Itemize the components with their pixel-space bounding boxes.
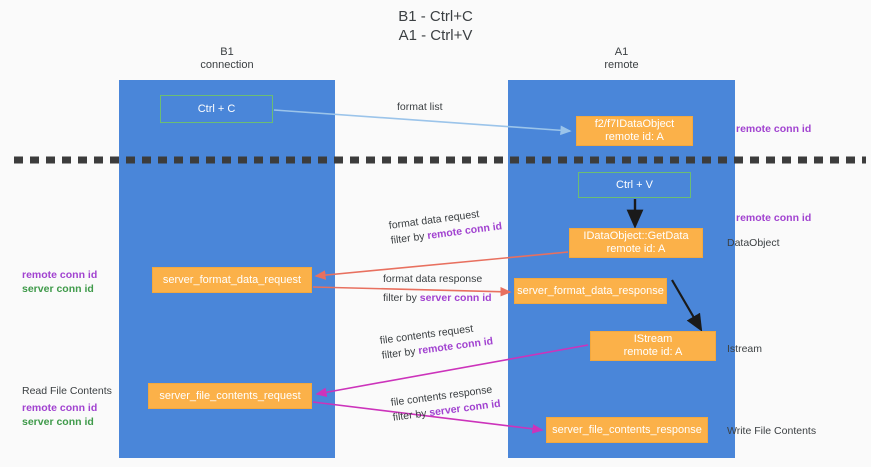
lane-header-b1-role: connection bbox=[200, 59, 254, 71]
annotation-left-remote-conn-id-low: remote conn id bbox=[22, 402, 98, 414]
annotation-write-file-contents-text: Write File Contents bbox=[727, 425, 817, 437]
annotation-remote-conn-id-mid: remote conn id bbox=[736, 211, 811, 225]
box-istream-line2: remote id: A bbox=[623, 346, 683, 358]
annotation-istream: Istream bbox=[727, 342, 762, 356]
edge-label-format-data-response-filter: filter by server conn id bbox=[383, 291, 492, 306]
filter-key: server conn id bbox=[419, 292, 492, 304]
lane-header-a1-role: remote bbox=[604, 59, 639, 71]
annotation-dataobject: DataObject bbox=[727, 236, 780, 250]
annotation-read-file-contents-text: Read File Contents bbox=[22, 385, 112, 397]
box-server-file-contents-response[interactable]: server_file_contents_response bbox=[546, 417, 708, 443]
box-server-format-data-response[interactable]: server_format_data_response bbox=[514, 278, 667, 304]
edge-label-file-contents-request: file contents request filter by remote c… bbox=[379, 319, 494, 363]
box-istream[interactable]: IStream remote id: A bbox=[590, 331, 716, 361]
page-title: B1 - Ctrl+C A1 - Ctrl+V bbox=[0, 7, 871, 45]
annotation-left-remote-conn-id-mid: remote conn id bbox=[22, 269, 98, 281]
box-ctrl-v[interactable]: Ctrl + V bbox=[578, 172, 691, 198]
box-server-file-contents-request[interactable]: server_file_contents_request bbox=[148, 383, 312, 409]
box-istream-line1: IStream bbox=[633, 333, 673, 345]
box-idataobject-getdata[interactable]: IDataObject::GetData remote id: A bbox=[569, 228, 703, 258]
title-line-1: B1 - Ctrl+C bbox=[398, 8, 473, 25]
annotation-left-server-conn-id-low: server conn id bbox=[22, 416, 94, 428]
edge-label-file-contents-response: file contents response filter by server … bbox=[390, 382, 502, 426]
box-server-format-data-response-label: server_format_data_response bbox=[517, 284, 664, 297]
lane-header-a1-name: A1 bbox=[614, 46, 629, 58]
box-server-format-data-request-label: server_format_data_request bbox=[162, 273, 302, 286]
annotation-left-conn-ids-mid: remote conn id server conn id bbox=[22, 268, 97, 296]
box-idataobject-getdata-line2: remote id: A bbox=[606, 243, 666, 255]
annotation-remote-conn-id-top-text: remote conn id bbox=[736, 123, 812, 135]
box-ctrl-c-label: Ctrl + C bbox=[197, 102, 236, 115]
edge-label-format-data-request: format data request filter by remote con… bbox=[388, 204, 503, 248]
annotation-dataobject-text: DataObject bbox=[727, 237, 780, 249]
box-idataobject-line2: remote id: A bbox=[605, 131, 664, 143]
box-idataobject[interactable]: f2/f7IDataObject remote id: A bbox=[576, 116, 693, 146]
box-ctrl-c[interactable]: Ctrl + C bbox=[160, 95, 273, 123]
box-idataobject-getdata-line1: IDataObject::GetData bbox=[583, 230, 689, 242]
lane-header-b1: B1 connection bbox=[119, 46, 335, 72]
annotation-read-file-contents: Read File Contents bbox=[22, 384, 112, 398]
annotation-remote-conn-id-top: remote conn id bbox=[736, 122, 811, 136]
box-idataobject-line1: f2/f7IDataObject bbox=[594, 118, 675, 130]
box-server-format-data-request[interactable]: server_format_data_request bbox=[152, 267, 312, 293]
annotation-remote-conn-id-mid-text: remote conn id bbox=[736, 212, 812, 224]
annotation-left-conn-ids-low: remote conn id server conn id bbox=[22, 401, 97, 429]
box-server-file-contents-response-label: server_file_contents_response bbox=[552, 423, 702, 436]
filter-prefix: filter by bbox=[390, 230, 429, 247]
lane-header-b1-name: B1 bbox=[220, 46, 234, 58]
edge-label-format-data-response-text: format data response bbox=[383, 273, 483, 285]
lane-header-a1: A1 remote bbox=[508, 46, 735, 72]
filter-prefix: filter by bbox=[383, 292, 420, 304]
edge-label-format-data-response: format data response filter by server co… bbox=[383, 272, 492, 306]
edge-label-format-list: format list bbox=[397, 100, 443, 115]
title-line-2: A1 - Ctrl+V bbox=[398, 27, 473, 44]
filter-prefix: filter by bbox=[392, 407, 431, 424]
edge-label-format-list-text: format list bbox=[397, 101, 443, 113]
box-server-file-contents-request-label: server_file_contents_request bbox=[159, 389, 301, 402]
annotation-istream-text: Istream bbox=[727, 343, 763, 355]
annotation-left-server-conn-id-mid: server conn id bbox=[22, 283, 94, 295]
filter-prefix: filter by bbox=[381, 345, 420, 362]
box-ctrl-v-label: Ctrl + V bbox=[616, 178, 653, 191]
annotation-write-file-contents: Write File Contents bbox=[727, 424, 816, 438]
